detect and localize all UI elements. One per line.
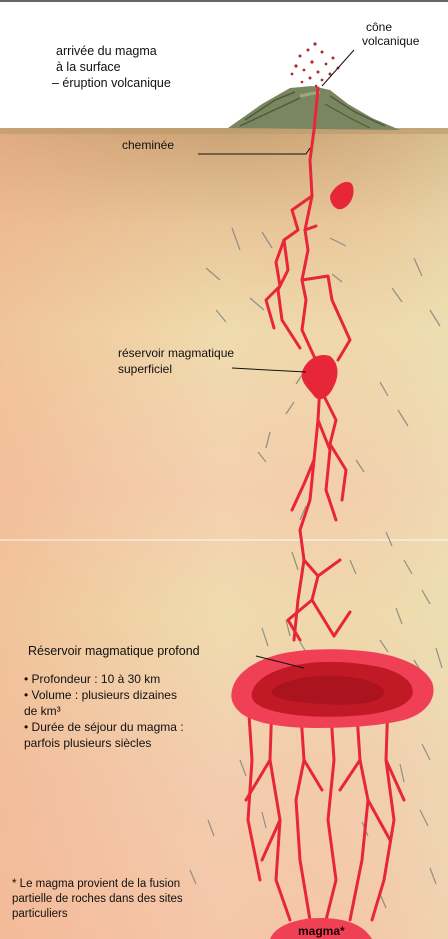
label-deep-bullet-3: • Durée de séjour du magma : [24, 720, 184, 734]
label-deep-bullet-2b: de km³ [24, 704, 61, 718]
label-deep-bullet-3b: parfois plusieurs siècles [24, 736, 151, 750]
label-deep-bullet-1: • Profondeur : 10 à 30 km [24, 672, 160, 686]
label-shallow-line-2: superficiel [118, 362, 172, 376]
label-surface-line-3: – éruption volcanique [52, 76, 171, 90]
footnote-line-1: * Le magma provient de la fusion [12, 878, 180, 891]
label-surface-line-1: arrivée du magma [56, 44, 157, 58]
label-cone-line-1: cône [366, 20, 392, 34]
label-chimney: cheminée [122, 138, 174, 152]
label-shallow-line-1: réservoir magmatique [118, 346, 234, 360]
label-deep-bullet-2: • Volume : plusieurs dizaines [24, 688, 177, 702]
label-deep-title: Réservoir magmatique profond [28, 644, 200, 658]
footnote-line-3: particuliers [12, 908, 68, 921]
label-cone-line-2: volcanique [362, 34, 419, 48]
label-magma: magma* [298, 924, 345, 938]
deep-reservoir [231, 649, 433, 728]
footnote-line-2: partielle de roches dans des sites [12, 893, 183, 906]
label-surface-line-2: à la surface [56, 60, 121, 74]
